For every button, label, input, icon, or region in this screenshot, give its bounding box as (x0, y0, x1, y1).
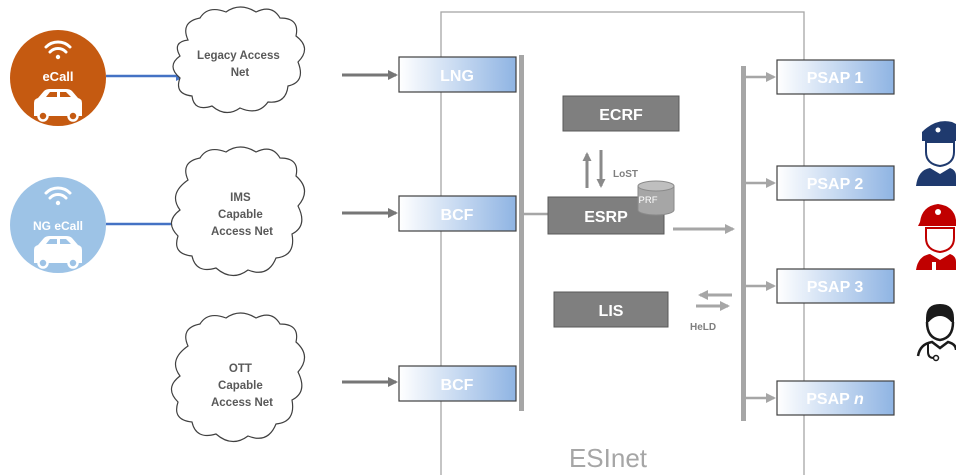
left-bus (519, 55, 524, 411)
car-icon (34, 89, 82, 122)
svg-text:Legacy Access Net: Legacy Access Net (197, 50, 283, 79)
ecall-source: eCall (10, 30, 106, 126)
bcf-label: BCF (441, 377, 474, 394)
psap-3-box: PSAP 3 (776, 268, 895, 304)
psap-2-box: PSAP 2 (776, 165, 895, 201)
cloud-line: IMS (230, 192, 251, 204)
svg-text:PSAP n: PSAP n (806, 391, 864, 408)
psap-1-box: PSAP 1 (776, 59, 895, 95)
lng-gateway: LNG (398, 56, 517, 93)
ecrf-box: ECRF (562, 95, 680, 132)
right-bus (741, 66, 746, 421)
svg-text:IMS Capable Access: IMS Capable Access Net (211, 192, 273, 238)
ecrf-label: ECRF (599, 107, 643, 124)
psap-2-label: PSAP 2 (807, 176, 864, 193)
prf-database-icon: PRF (637, 180, 675, 216)
esrp-box: ESRP (547, 196, 665, 235)
held-label: HeLD (690, 322, 716, 333)
cloud-line: Capable (218, 209, 263, 221)
lost-label: LoST (613, 169, 638, 180)
cloud-line: Capable (218, 380, 263, 392)
psap-n-box: PSAP n (776, 380, 895, 416)
wifi-icon (44, 186, 72, 206)
ims-access-net-cloud: IMS Capable Access Net (170, 146, 306, 277)
cloud-line: Access Net (211, 226, 273, 238)
firefighter-icon (916, 204, 956, 270)
lng-label: LNG (440, 68, 474, 85)
police-officer-icon (916, 121, 956, 186)
psap-3-label: PSAP 3 (807, 279, 864, 296)
cloud-line: Legacy Access (197, 50, 280, 62)
cloud-line: OTT (229, 363, 252, 375)
bcf-label: BCF (441, 207, 474, 224)
psap-1-label: PSAP 1 (807, 70, 864, 87)
svg-text:OTT Capable Access: OTT Capable Access Net (211, 363, 273, 409)
ng-ecall-source: NG eCall (10, 177, 106, 273)
ott-access-net-cloud: OTT Capable Access Net (170, 312, 306, 443)
psap-n-italic: n (854, 391, 864, 408)
esinet-label: ESInet (569, 443, 648, 473)
bcf-gateway-ims: BCF (398, 195, 517, 232)
esrp-label: ESRP (584, 209, 628, 226)
esinet-boundary (440, 11, 805, 475)
ng-ecall-label: NG eCall (33, 219, 83, 233)
prf-label: PRF (639, 195, 658, 206)
bcf-gateway-ott: BCF (398, 365, 517, 402)
doctor-icon (916, 304, 956, 362)
wifi-icon (44, 40, 72, 60)
cloud-line: Net (231, 67, 250, 79)
car-icon (34, 236, 82, 269)
legacy-access-net-cloud: Legacy Access Net (172, 6, 306, 114)
lis-label: LIS (599, 303, 624, 320)
cloud-line: Access Net (211, 397, 273, 409)
ecall-label: eCall (42, 69, 73, 84)
psap-n-prefix: PSAP (806, 391, 854, 408)
lis-box: LIS (553, 291, 669, 328)
